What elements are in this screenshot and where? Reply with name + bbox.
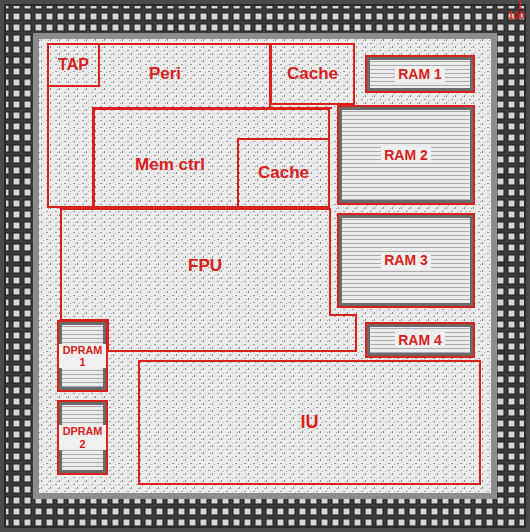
block-label: DPRAM 1: [59, 344, 106, 369]
ram-macro: [57, 400, 108, 475]
label-area: FPU: [150, 243, 260, 288]
label-area: TAP: [49, 45, 98, 85]
tap-block: TAP: [47, 43, 100, 87]
ram-macro: [337, 213, 475, 308]
label-area: IU: [140, 362, 479, 483]
block-label: Mem ctrl: [135, 155, 205, 175]
seal-ring: [33, 33, 497, 499]
cache-block: Cache: [237, 138, 330, 208]
block-label: DPRAM 2: [59, 425, 106, 450]
corner-number: 100: [508, 11, 525, 21]
block-label: Cache: [258, 163, 309, 183]
ram-macro: [57, 320, 108, 392]
ram-block: RAM 4: [365, 322, 475, 358]
dpram-block: DPRAM 1: [57, 320, 108, 392]
block-label: Cache: [287, 64, 338, 84]
block-label: IU: [301, 412, 319, 433]
core-area: [39, 39, 491, 493]
label-area: Peri: [107, 53, 223, 95]
block-label: RAM 1: [395, 66, 445, 82]
label-area: Mem ctrl: [103, 130, 237, 200]
ram-macro: [337, 105, 475, 205]
dpram-block: DPRAM 2: [57, 400, 108, 475]
label-area: RAM 4: [367, 324, 473, 356]
block-label: RAM 4: [395, 332, 445, 348]
block-label: RAM 2: [381, 147, 431, 163]
corner-number: 1: [517, 1, 523, 11]
label-area: RAM 3: [339, 215, 473, 306]
iu-block: IU: [138, 360, 481, 485]
ram-macro: [365, 322, 475, 358]
label-area: RAM 1: [367, 57, 473, 91]
block-label: FPU: [188, 256, 222, 276]
ram-block: RAM 1: [365, 55, 475, 93]
label-area: RAM 2: [339, 107, 473, 203]
block-label: Peri: [149, 64, 181, 84]
label-area: DPRAM 2: [59, 402, 106, 473]
label-area: Cache: [239, 140, 328, 206]
label-area: Cache: [272, 45, 353, 103]
mem-ctrl-block: Mem ctrl Cache: [93, 108, 330, 208]
block-label: RAM 3: [381, 252, 431, 268]
cache-block: Cache: [270, 43, 355, 105]
label-area: DPRAM 1: [59, 322, 106, 390]
block-label: TAP: [58, 56, 89, 74]
ram-block: RAM 2: [337, 105, 475, 205]
ram-block: RAM 3: [337, 213, 475, 308]
ram-macro: [365, 55, 475, 93]
pad-ring: [5, 5, 525, 527]
